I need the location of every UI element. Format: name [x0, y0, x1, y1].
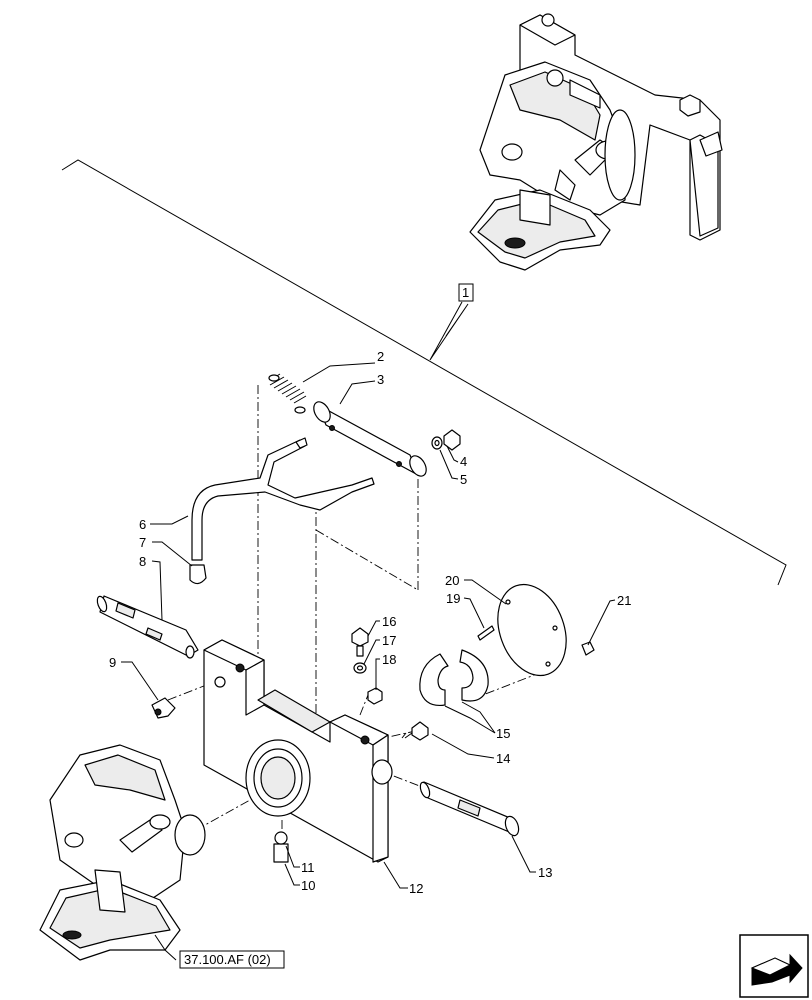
callout-20: 20	[445, 573, 459, 588]
callout-14: 14	[496, 751, 510, 766]
bolt-part-16	[351, 627, 369, 657]
callout-9: 9	[109, 655, 116, 670]
callout-17: 17	[382, 633, 396, 648]
callout-15: 15	[496, 726, 510, 741]
washer-part-5	[431, 436, 443, 450]
ball-part-11	[274, 831, 288, 845]
leader-lines	[121, 362, 616, 961]
reference-link-box[interactable]: 37.100.AF (02)	[179, 950, 285, 969]
washer-part-17	[353, 662, 367, 674]
lever-rod-part-6	[191, 437, 375, 561]
callout-21: 21	[617, 593, 631, 608]
screw-part-14	[401, 721, 429, 741]
reference-label: 37.100.AF (02)	[184, 952, 271, 967]
svg-text:1: 1	[462, 285, 469, 300]
housing-part-12	[203, 639, 393, 863]
knob-part-7	[189, 564, 207, 585]
next-page-arrow-icon[interactable]	[739, 934, 809, 998]
plug-part-9	[151, 697, 176, 719]
callout-19: 19	[446, 591, 460, 606]
assembly-bracket-lines	[61, 159, 787, 586]
cover-part-20	[497, 583, 567, 677]
pin-part-13	[419, 781, 520, 837]
callout-3: 3	[377, 372, 384, 387]
callout-12: 12	[409, 881, 423, 896]
tube-part-3	[313, 401, 427, 477]
hitch-assembly-top	[469, 13, 723, 271]
callout-11: 11	[301, 860, 315, 875]
pin-part-19	[477, 625, 495, 641]
grease-nipple-part-21	[581, 641, 595, 656]
pin-part-8	[96, 595, 199, 659]
half-ring-part-15-a	[419, 653, 449, 707]
callout-2: 2	[377, 349, 384, 364]
callout-8: 8	[139, 554, 146, 569]
bolt-part-4	[443, 429, 461, 451]
half-ring-part-15-b	[459, 649, 489, 702]
hitch-assembly-bottom	[39, 744, 206, 961]
callout-7: 7	[139, 535, 146, 550]
callout-18: 18	[382, 652, 396, 667]
callout-4: 4	[460, 454, 467, 469]
callout-13: 13	[538, 865, 552, 880]
callout-5: 5	[460, 472, 467, 487]
callout-1: 1	[458, 283, 474, 302]
callout-16: 16	[382, 614, 396, 629]
callout-labels: 2 3 4 5 6 7 8 9 10 11 12 13 14 15 16 17 …	[109, 349, 631, 896]
fitting-part-18	[367, 687, 383, 705]
callout-10: 10	[301, 878, 315, 893]
spring-part-2	[268, 373, 307, 414]
callout-6: 6	[139, 517, 146, 532]
